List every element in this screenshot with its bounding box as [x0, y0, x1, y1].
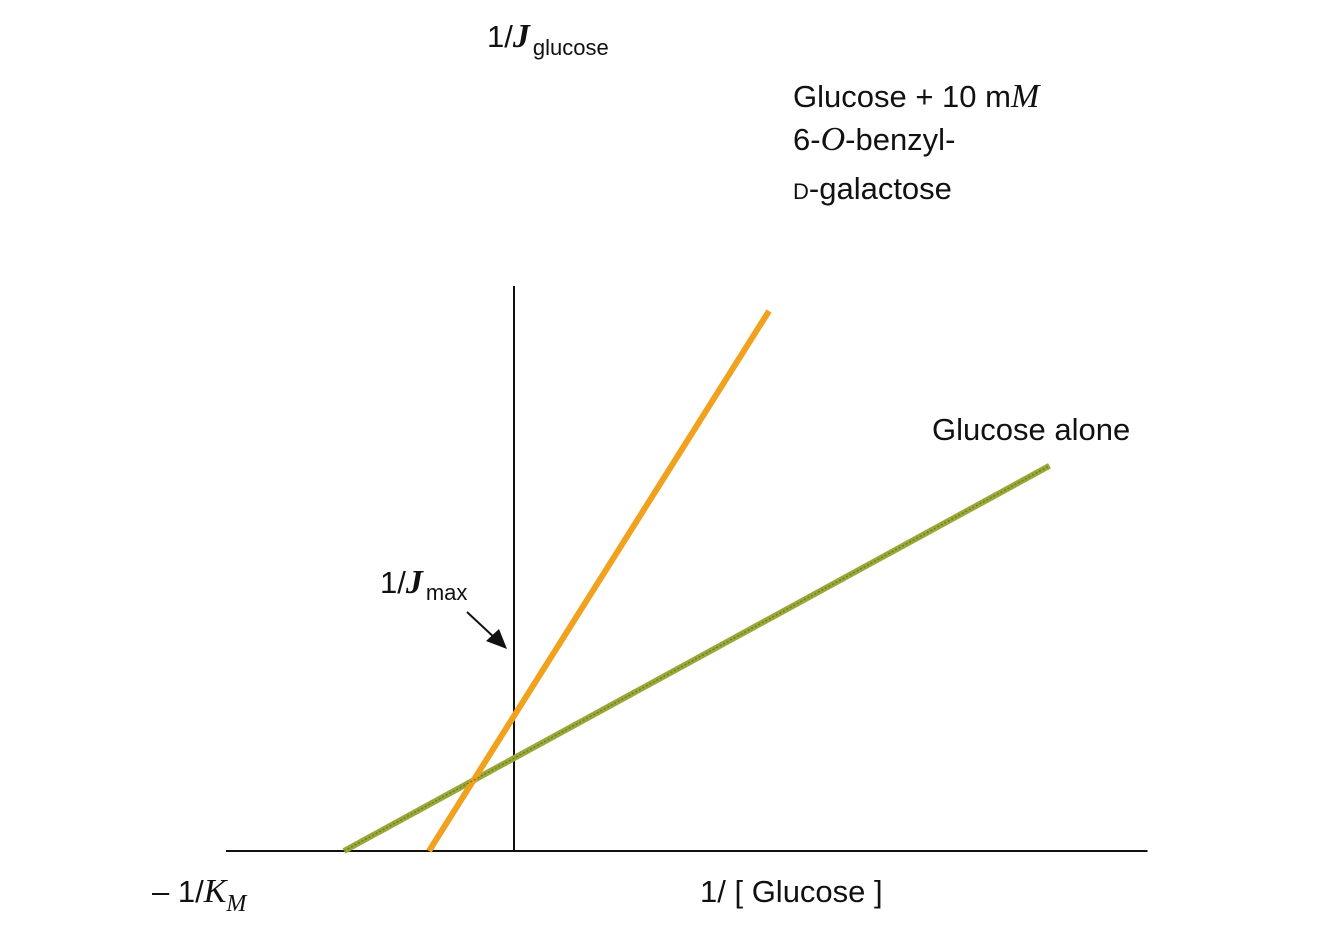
series-label-inhibitor-line-1: Glucose + 10 mM [793, 78, 1041, 115]
jmax-arrow-shaft [466, 611, 498, 641]
series-glucose-alone-texture [343, 465, 1050, 852]
km-intercept-label: – 1/KM [152, 873, 248, 917]
series-glucose-inhibitor-line [426, 309, 772, 853]
x-axis-label: 1/ [ Glucose ] [700, 874, 883, 909]
series-label-inhibitor-line-3: D-galactose [793, 171, 952, 206]
series-label-inhibitor-line-2: 6-O-benzyl- [793, 121, 955, 158]
jmax-arrow-head [486, 629, 507, 649]
series-label-glucose-alone: Glucose alone [932, 412, 1130, 447]
